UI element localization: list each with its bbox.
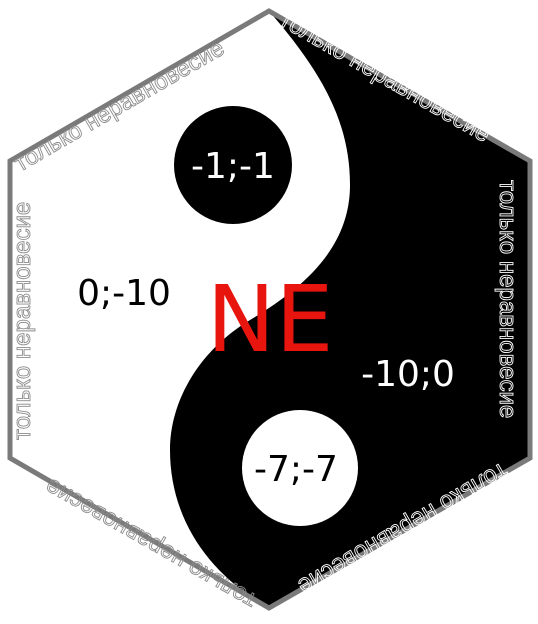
edge-label-right: только неравновесие [494,180,521,418]
hexagon-outline [7,8,533,611]
bottom-circle [242,410,358,526]
top-circle [174,106,292,224]
payoff-right-region: -10;0 [361,354,455,395]
center-label: NE [207,266,334,373]
edge-label-left: только неравновесие [9,202,36,440]
payoff-left-region: 0;-10 [77,273,171,314]
payoff-top-circle: -1;-1 [191,146,275,187]
payoff-bottom-circle: -7;-7 [254,449,338,490]
